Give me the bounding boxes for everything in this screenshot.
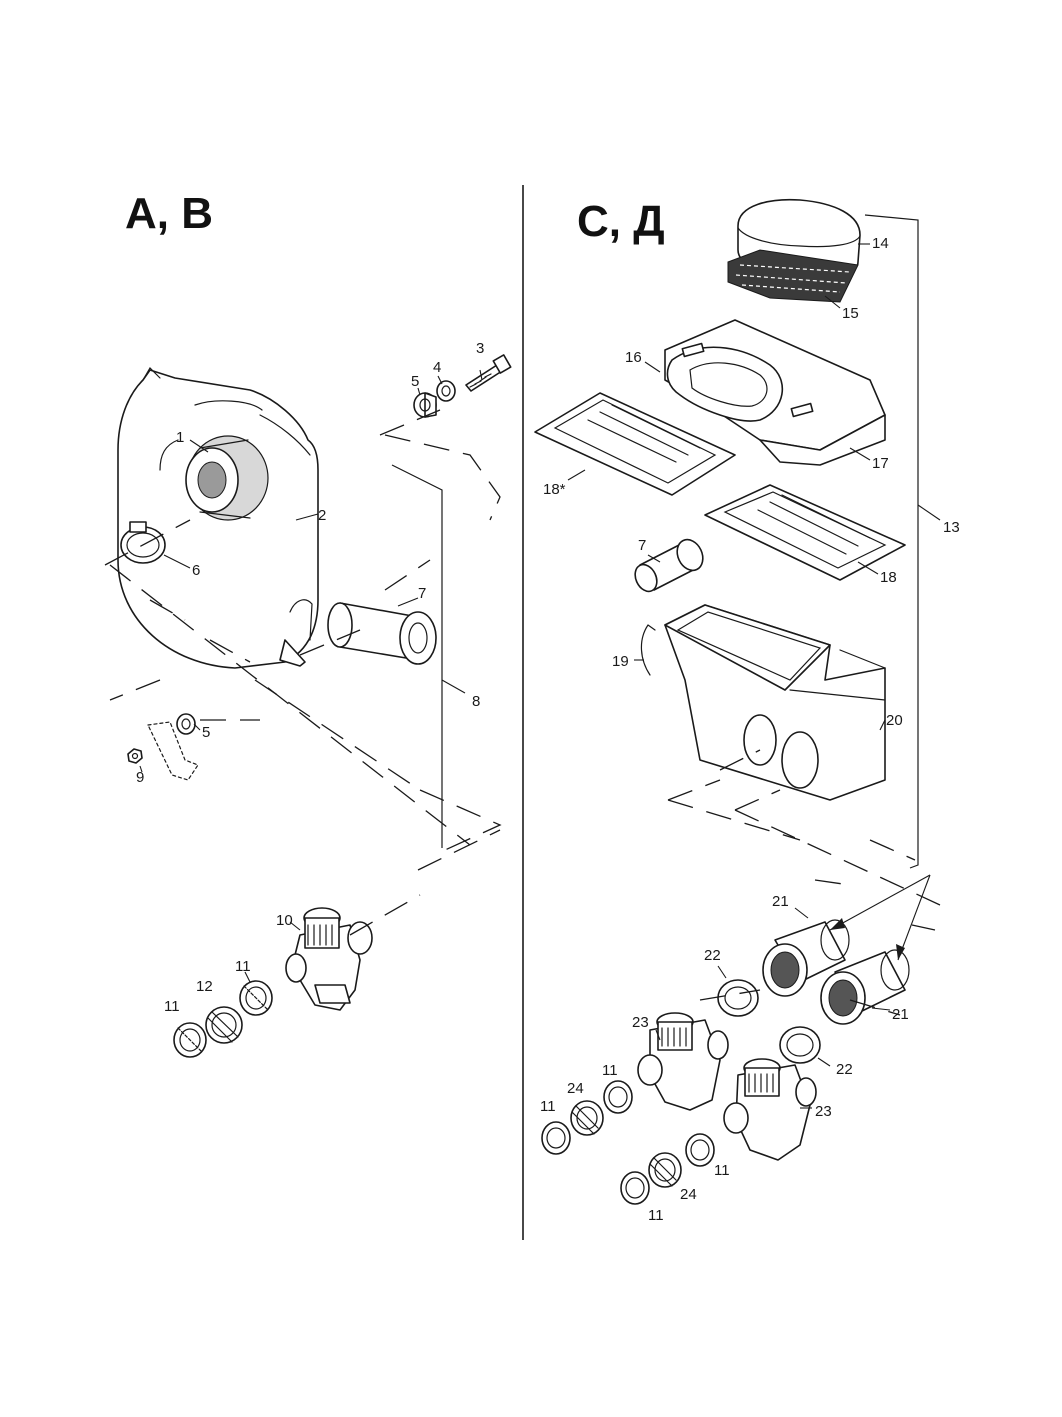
clamp-11-left-a	[239, 980, 273, 1016]
callout-7-right: 7	[638, 537, 646, 554]
clamp-11-right-c	[685, 1133, 715, 1167]
callout-18: 18	[880, 569, 897, 586]
carburettor-23-a	[637, 1012, 729, 1111]
bracket-8	[391, 464, 443, 848]
callout-10: 10	[276, 912, 293, 929]
callout-7-left: 7	[418, 585, 426, 602]
bolt-3	[465, 354, 512, 392]
right-leaders	[567, 243, 891, 1109]
callout-13: 13	[943, 519, 960, 536]
intake-plate-18-star	[534, 392, 736, 496]
callout-24-b: 24	[680, 1186, 697, 1203]
callout-15: 15	[842, 305, 859, 322]
carburettor-10	[285, 907, 373, 1011]
callout-6: 6	[192, 562, 200, 579]
sleeve-24-a	[570, 1100, 604, 1136]
intake-tube-7	[327, 602, 437, 665]
left-axis-lines	[104, 409, 502, 936]
callout-23-a: 23	[632, 1014, 649, 1031]
callout-19: 19	[612, 653, 629, 670]
sleeve-24-b	[648, 1152, 682, 1188]
callout-8: 8	[472, 693, 480, 710]
callout-1: 1	[176, 429, 184, 446]
clamp-11-right-a	[603, 1080, 633, 1114]
hose-clamp-6	[120, 521, 166, 564]
clamp-22-b	[779, 1026, 821, 1064]
airbox-20	[664, 604, 886, 801]
clamp-11-right-b	[541, 1121, 571, 1155]
clamp-22-a	[717, 979, 759, 1017]
air-filter-element	[185, 435, 269, 521]
intake-plate-18	[704, 484, 906, 581]
callout-16: 16	[625, 349, 642, 366]
callout-20: 20	[886, 712, 903, 729]
washer-4	[436, 380, 456, 402]
callout-14: 14	[872, 235, 889, 252]
callout-21-a: 21	[772, 893, 789, 910]
callout-22-b: 22	[836, 1061, 853, 1078]
cover-lid-17	[664, 319, 886, 466]
callout-9: 9	[136, 769, 144, 786]
callout-11-left-a: 11	[235, 958, 251, 975]
left-leaders	[139, 369, 483, 983]
callout-21-b: 21	[892, 1006, 909, 1023]
callout-11-right-d: 11	[648, 1207, 664, 1224]
callout-23-b: 23	[815, 1103, 832, 1120]
title-left: A, B	[125, 189, 213, 238]
callout-11-right-a: 11	[602, 1062, 618, 1079]
intake-sleeve-12	[205, 1006, 243, 1044]
pointer-arrows	[829, 874, 931, 961]
callout-11-right-c: 11	[714, 1162, 730, 1179]
callout-24-a: 24	[567, 1080, 584, 1097]
callout-17: 17	[872, 455, 889, 472]
callout-22-a: 22	[704, 947, 721, 964]
callout-18-star: 18*	[543, 481, 566, 498]
callout-11-left-b: 11	[164, 998, 180, 1015]
retaining-clip-19	[640, 624, 656, 676]
right-axis-lines	[667, 749, 941, 1016]
rubber-mount-5-lower	[176, 713, 196, 735]
adaptor-21-a	[762, 919, 850, 997]
callout-5-lower: 5	[202, 724, 210, 741]
callout-5-upper: 5	[411, 373, 419, 390]
clamp-11-right-d	[620, 1171, 650, 1205]
title-right: C, Д	[577, 197, 665, 246]
callout-4: 4	[433, 359, 441, 376]
rubber-mount-5-upper	[413, 392, 437, 418]
bracket-13	[864, 214, 919, 869]
carburettor-23-b	[723, 1058, 817, 1161]
left-assembly: 1 2 3 4 5 6 7 8 5 9 10 11 12 11	[104, 340, 512, 1058]
nut-9	[127, 748, 143, 764]
mesh-screen-15	[727, 249, 859, 303]
callout-11-right-b: 11	[540, 1098, 556, 1115]
clamp-11-left-b	[173, 1022, 207, 1058]
callout-3: 3	[476, 340, 484, 357]
right-assembly: 14 15 16 17 18* 13 7 18 19 20 21 22 21 2…	[534, 198, 960, 1224]
adaptor-21-b	[820, 949, 910, 1025]
callout-2: 2	[318, 507, 326, 524]
intake-tube-7-right	[634, 538, 704, 593]
callout-12: 12	[196, 978, 213, 995]
